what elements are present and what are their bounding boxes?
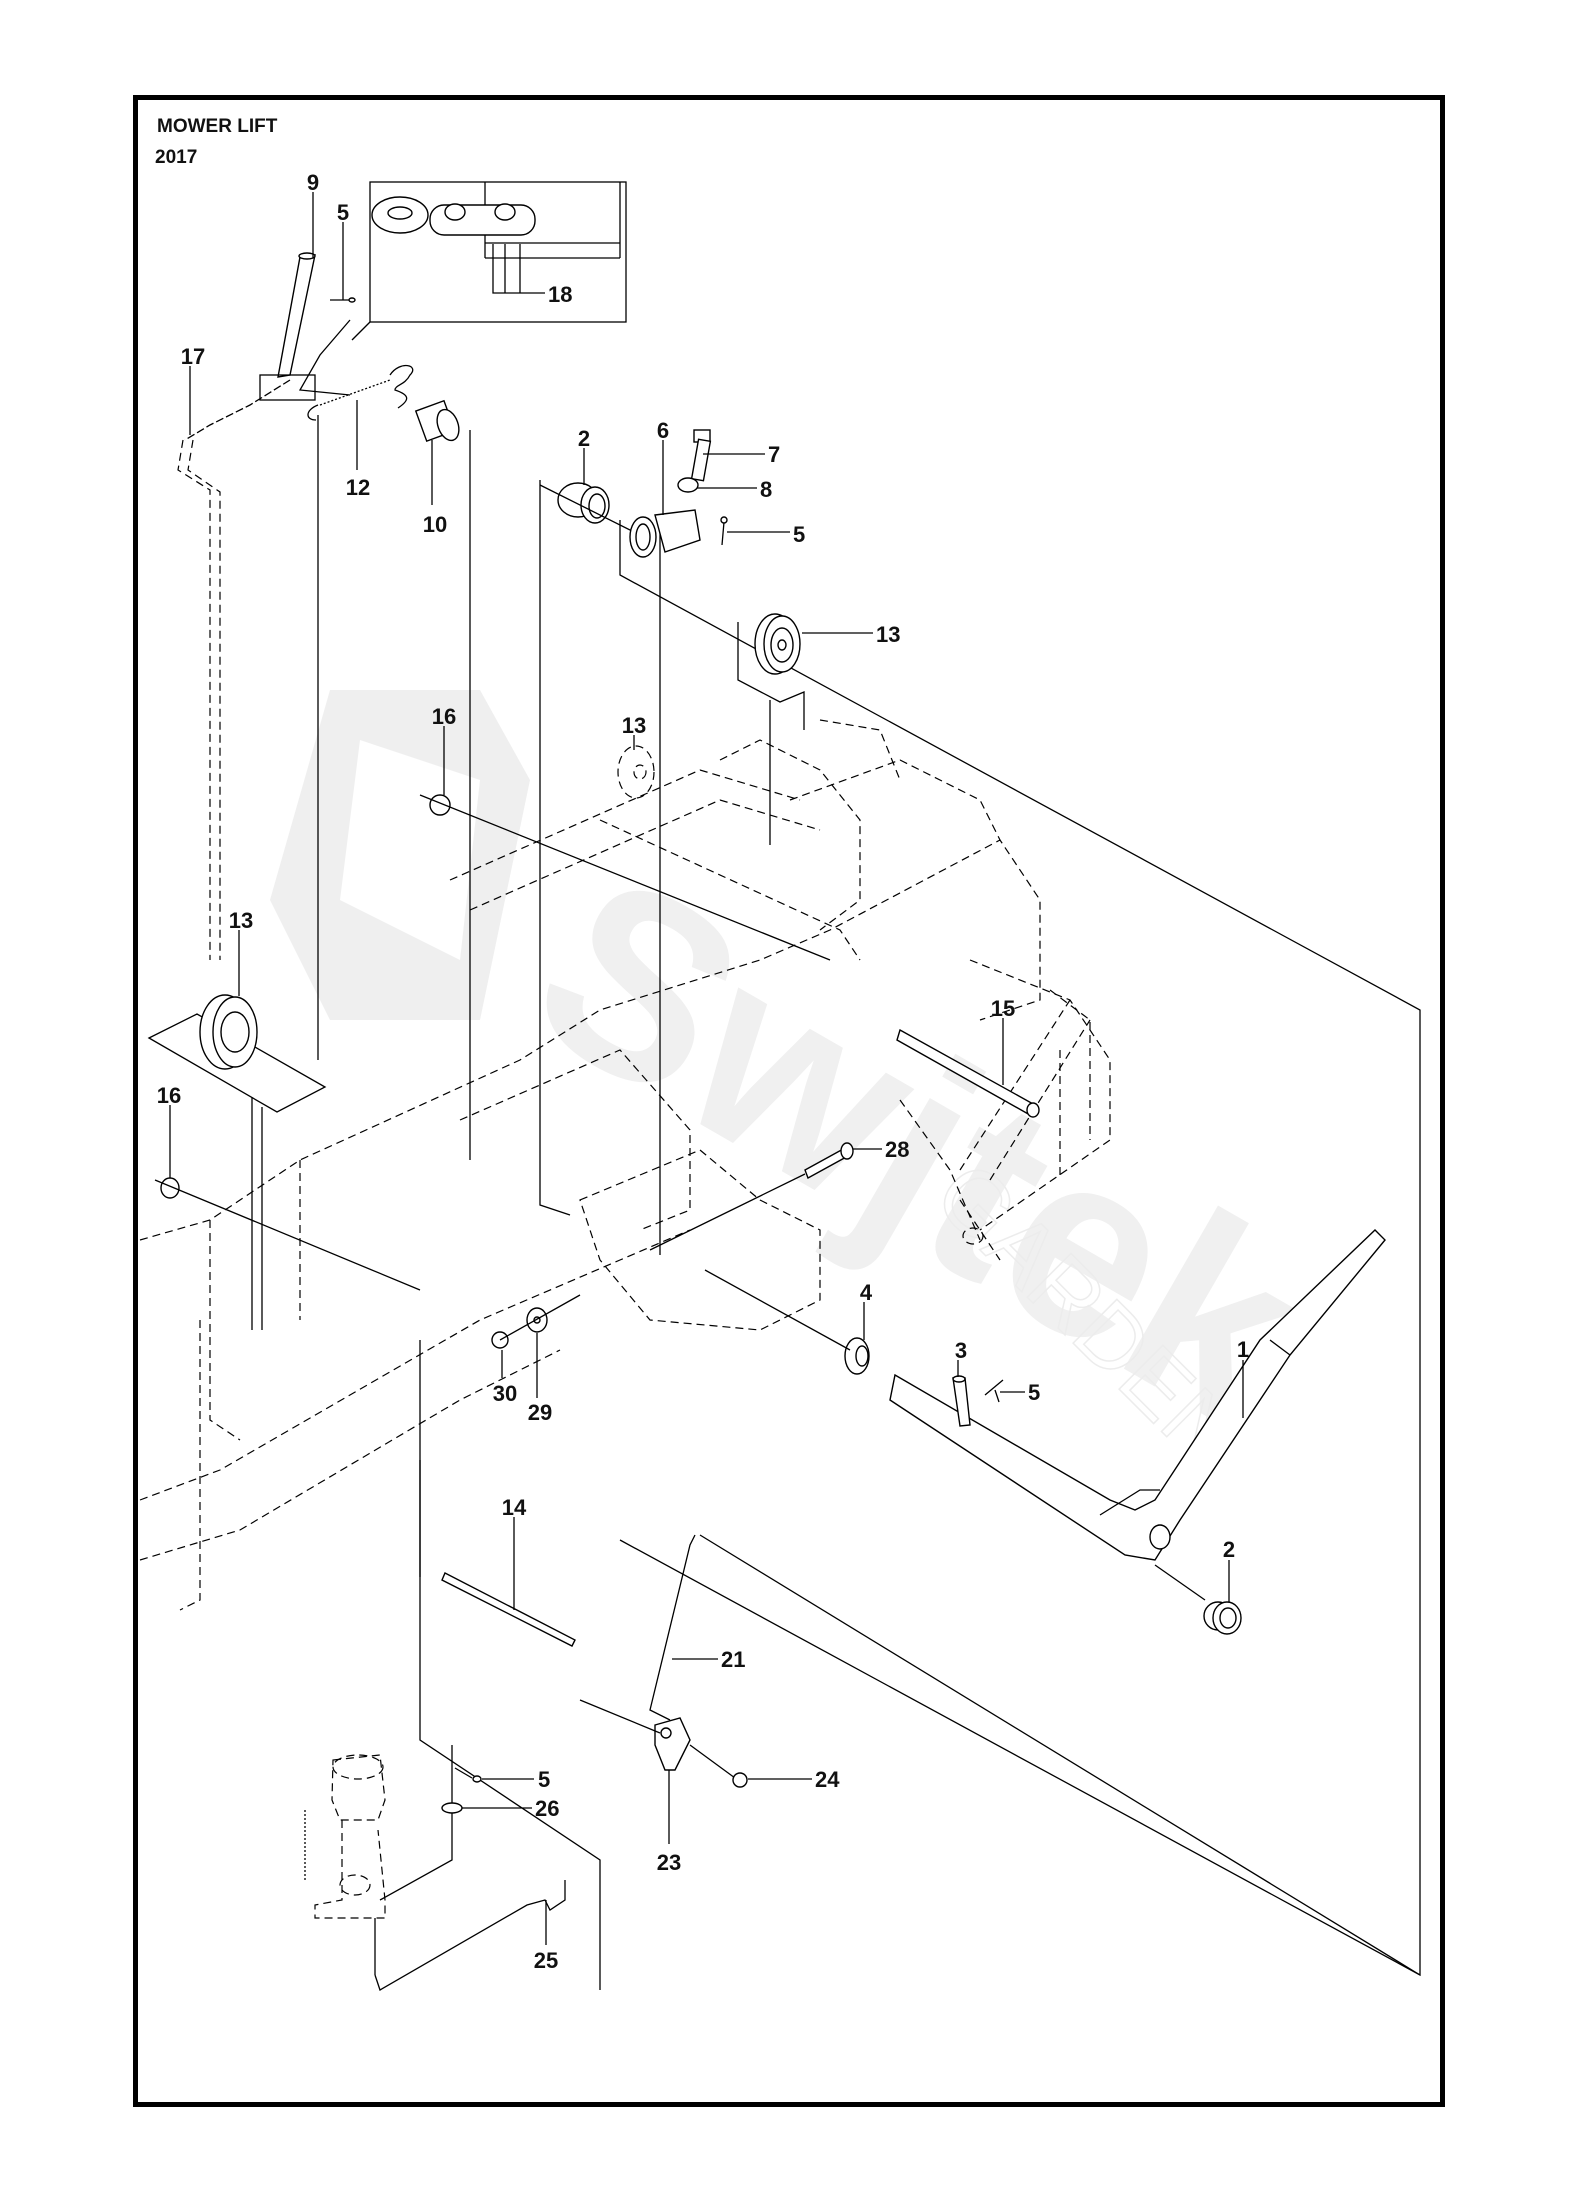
callout-25[interactable]: 25	[534, 1948, 558, 1973]
callout-4[interactable]: 4	[860, 1280, 873, 1305]
callout-28[interactable]: 28	[885, 1137, 909, 1162]
callout-13[interactable]: 13	[229, 908, 253, 933]
part-15-rod	[896, 1028, 1040, 1118]
part-12-spring	[307, 364, 414, 421]
part-2-bushing-top	[539, 482, 641, 536]
callout-5[interactable]: 5	[337, 200, 349, 225]
part-9-lever	[277, 252, 316, 378]
callout-21[interactable]: 21	[721, 1647, 745, 1672]
callout-10[interactable]: 10	[423, 512, 447, 537]
callout-5[interactable]: 5	[538, 1767, 550, 1792]
part-21-rod	[649, 1534, 1421, 1976]
part-8-nut	[677, 477, 699, 493]
part-28-bolt	[649, 1142, 854, 1251]
callout-29[interactable]: 29	[528, 1400, 552, 1425]
callout-26[interactable]: 26	[535, 1796, 559, 1821]
callout-16[interactable]: 16	[432, 704, 456, 729]
part-13-pulley-c	[147, 994, 327, 1330]
callout-3[interactable]: 3	[955, 1338, 967, 1363]
callout-15[interactable]: 15	[991, 996, 1015, 1021]
part-2-bushing-bottom	[1154, 1564, 1242, 1635]
callout-13[interactable]: 13	[876, 622, 900, 647]
part-17-chain	[184, 374, 316, 441]
part-29-washer	[499, 1294, 581, 1341]
callout-12[interactable]: 12	[346, 475, 370, 500]
part-5-cotter-pin-a	[330, 297, 356, 303]
callout-6[interactable]: 6	[657, 418, 669, 443]
mower-chassis	[139, 719, 1111, 1611]
callout-17[interactable]: 17	[181, 344, 205, 369]
part-6-bracket	[629, 509, 701, 558]
part-26-washer	[441, 1802, 463, 1814]
callout-14[interactable]: 14	[502, 1495, 527, 1520]
watermark-logo-icon	[270, 690, 530, 1020]
part-5-cotter-pin-d	[379, 1745, 482, 1901]
assembly-outline-lines	[298, 319, 1421, 1990]
part-5-cotter-pin-c	[984, 1379, 1004, 1403]
part-7-bolt	[690, 429, 712, 482]
lift-cable	[177, 439, 221, 960]
part-24-nut	[732, 1772, 748, 1788]
callout-2[interactable]: 2	[578, 426, 590, 451]
part-13-pulley-a	[737, 613, 805, 845]
callout-8[interactable]: 8	[760, 477, 772, 502]
model-year: 2017	[155, 147, 198, 168]
part-14-rod	[419, 1340, 576, 1647]
leader-lines	[169, 192, 1244, 1945]
callout-30[interactable]: 30	[493, 1381, 517, 1406]
callout-labels: 9 5 18 17 12 10 2 6 7 8 5 13 16 13 13 15…	[157, 170, 1249, 1973]
part-5-cotter-pin-b	[720, 516, 728, 546]
callout-5[interactable]: 5	[1028, 1380, 1040, 1405]
part-4-bushing	[704, 1269, 870, 1375]
callout-24[interactable]: 24	[815, 1767, 840, 1792]
callout-13[interactable]: 13	[622, 713, 646, 738]
chain-detail-inset	[351, 181, 627, 341]
callout-9[interactable]: 9	[307, 170, 319, 195]
callout-16[interactable]: 16	[157, 1083, 181, 1108]
part-10-bushing	[414, 399, 460, 443]
callout-7[interactable]: 7	[768, 442, 780, 467]
callout-2[interactable]: 2	[1223, 1537, 1235, 1562]
part-3-pin	[952, 1375, 971, 1427]
callout-5[interactable]: 5	[793, 522, 805, 547]
callout-1[interactable]: 1	[1237, 1337, 1249, 1362]
page-title: MOWER LIFT	[157, 116, 278, 137]
mower-deck-bracket	[304, 1754, 386, 1919]
callout-18[interactable]: 18	[548, 282, 572, 307]
part-16-clip-b	[154, 1177, 421, 1291]
part-23-plate	[579, 1699, 736, 1779]
diagram-frame	[133, 95, 1445, 2107]
lift-tube	[959, 999, 1091, 1245]
callout-23[interactable]: 23	[657, 1850, 681, 1875]
part-13-pulley-b	[617, 745, 655, 799]
part-16-clip-a	[419, 794, 831, 961]
part-25-rod	[374, 1880, 566, 1991]
part-1-lift-lever	[889, 1229, 1386, 1561]
